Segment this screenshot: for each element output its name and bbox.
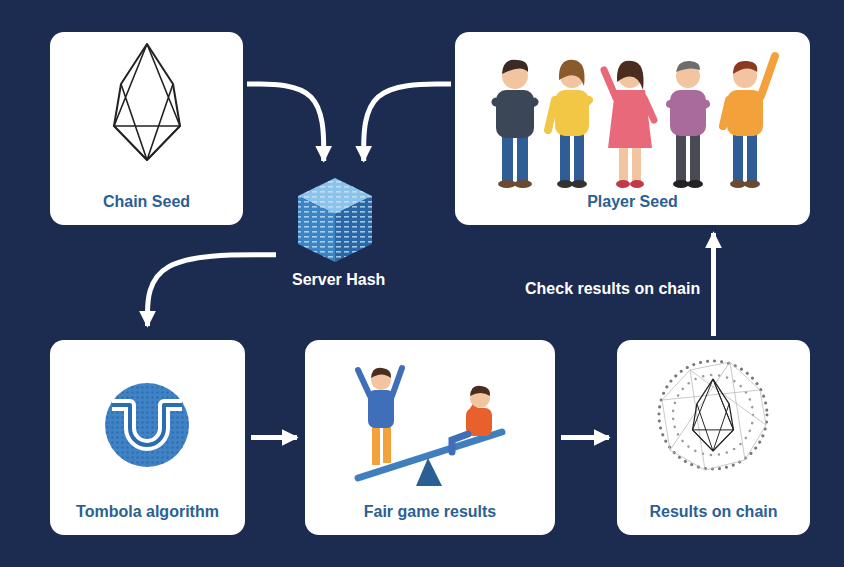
node-label: Chain Seed [103,192,190,211]
flow-arrow [251,435,297,440]
hash-node: Server Hash [280,165,397,303]
flow-arrow [711,233,716,336]
hash-cube [298,178,372,262]
seed-box: Chain Seed [50,32,243,225]
flow-arrow [364,84,451,161]
edge-label: Check results on chain [522,279,703,299]
node-label: Tombola algorithm [76,502,219,521]
flow-arrow [148,255,277,326]
chain-box: Results on chain [617,340,810,535]
node-label: Fair game results [364,502,497,521]
people-illustration [496,56,775,188]
node-label: Results on chain [649,502,777,521]
network-sphere [659,361,767,470]
node-label: Player Seed [587,192,678,211]
seed-box: Player Seed [455,32,810,225]
result-box: Fair game results [305,340,555,535]
seesaw-illustration [358,368,502,486]
eos-logo [114,44,180,160]
process-box: Tombola algorithm [50,340,245,535]
flow-arrow [561,435,609,440]
tombola-logo [105,383,189,467]
flow-arrow [247,84,324,161]
node-label: Server Hash [292,270,385,289]
